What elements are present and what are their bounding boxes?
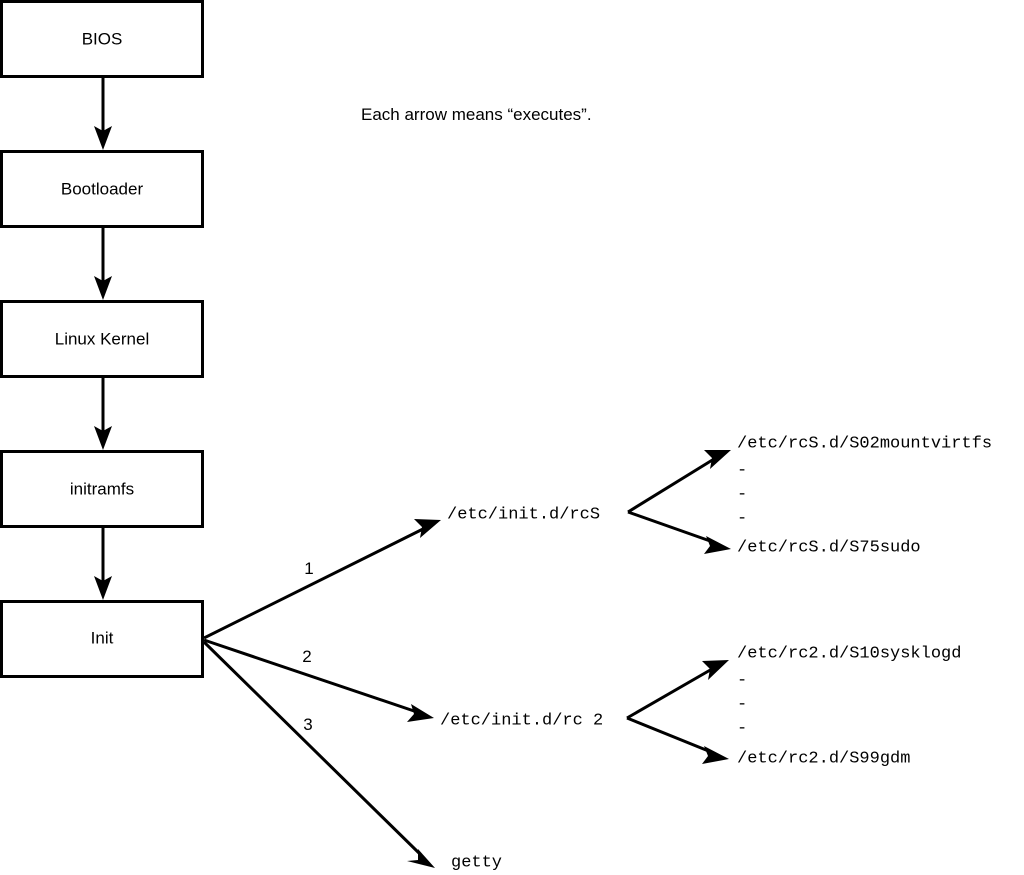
rcs-child-first: /etc/rcS.d/S02mountvirtfs	[737, 434, 992, 453]
node-linux-kernel-box	[0, 300, 204, 378]
rcs-ellipsis-dash-3: -	[737, 509, 747, 528]
edge-label-2: 2	[302, 647, 311, 666]
edge-label-1: 1	[304, 559, 313, 578]
node-init-box	[0, 600, 204, 678]
node-initramfs[interactable]: initramfs	[0, 450, 204, 528]
node-bootloader-label: Bootloader	[61, 179, 144, 198]
arrow-bios-to-bootloader	[94, 77, 112, 150]
node-initramfs-label: initramfs	[70, 479, 134, 498]
rc2-child-last: /etc/rc2.d/S99gdm	[737, 749, 910, 768]
rc2-ellipsis-dash-3: -	[737, 719, 747, 738]
arrow-rc2-to-last-child	[626, 716, 729, 764]
arrow-init-to-getty	[202, 640, 435, 868]
script-label-rcs: /etc/init.d/rcS	[447, 505, 600, 524]
rcs-child-last: /etc/rcS.d/S75sudo	[737, 538, 921, 557]
arrow-rc2-to-first-child	[626, 660, 729, 720]
rcs-ellipsis-dash-1: -	[737, 461, 747, 480]
node-initramfs-box	[0, 450, 204, 528]
rc2-ellipsis-dash-2: -	[737, 695, 747, 714]
node-bios-label: BIOS	[82, 29, 123, 48]
arrow-initramfs-to-init	[94, 527, 112, 600]
rcs-ellipsis-dash-2: -	[737, 485, 747, 504]
node-linux-kernel-label: Linux Kernel	[55, 329, 150, 348]
node-bios-box	[0, 0, 204, 78]
arrow-init-to-rcs	[203, 519, 441, 640]
node-bootloader-box	[0, 150, 204, 228]
arrow-rcs-to-first-child	[627, 450, 731, 514]
node-bios[interactable]: BIOS	[0, 0, 204, 78]
edge-label-3: 3	[303, 715, 312, 734]
arrow-init-to-rc2	[203, 638, 434, 722]
script-label-rc2: /etc/init.d/rc 2	[440, 711, 603, 730]
script-label-getty: getty	[451, 853, 502, 872]
rc2-ellipsis-dash-1: -	[737, 671, 747, 690]
arrow-kernel-to-initramfs	[94, 377, 112, 450]
rc2-child-first: /etc/rc2.d/S10sysklogd	[737, 644, 961, 663]
node-init[interactable]: Init	[0, 600, 204, 678]
caption-executes: Each arrow means “executes”.	[361, 105, 592, 124]
node-bootloader[interactable]: Bootloader	[0, 150, 204, 228]
node-linux-kernel[interactable]: Linux Kernel	[0, 300, 204, 378]
node-init-label: Init	[91, 628, 114, 647]
arrow-bootloader-to-kernel	[94, 227, 112, 300]
arrow-rcs-to-last-child	[627, 510, 731, 554]
